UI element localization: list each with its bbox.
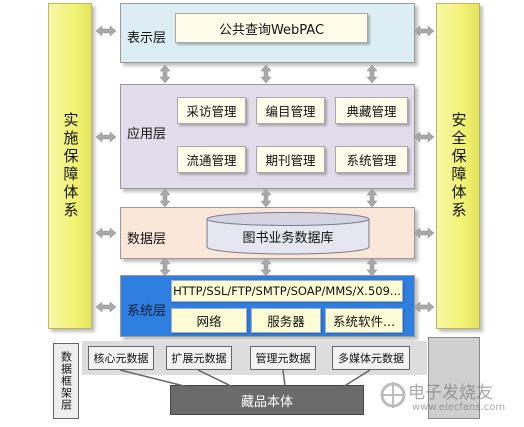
watermark-logo-icon (380, 382, 406, 408)
circulation-management-box: 流通管理 (177, 146, 246, 173)
watermark: 电子发烧友 www.elecfans.com (378, 378, 522, 424)
cataloging-management-box: 编目管理 (256, 97, 325, 124)
system-layer: 系统层 HTTP/SSL/FTP/SMTP/SOAP/MMS/X.509... … (120, 275, 415, 337)
arrow-app-data-1 (159, 188, 171, 208)
collection-base-box: 藏品本体 (170, 385, 364, 415)
arrow-left-presentation (95, 25, 117, 37)
acquisition-management-box: 采访管理 (177, 97, 246, 124)
presentation-layer: 表示层 公共查询WebPAC (120, 3, 415, 63)
business-database-label: 图书业务数据库 (242, 230, 334, 246)
watermark-brand: 电子发烧友 (408, 383, 493, 403)
system-software-box: 系统软件... (325, 308, 403, 333)
arrow-data-sys-2 (260, 257, 272, 277)
arrow-app-data-2 (260, 188, 272, 208)
data-framework-label: 数据框架层 (59, 351, 73, 411)
extended-metadata-box: 扩展元数据 (166, 346, 232, 370)
security-assurance-pillar: 安全保障体系 (436, 3, 480, 329)
multimedia-metadata-box: 多媒体元数据 (332, 346, 410, 370)
serials-management-box: 期刊管理 (256, 146, 325, 173)
watermark-url: www.elecfans.com (412, 402, 506, 413)
arrow-right-presentation (413, 25, 435, 37)
line-multimedia-to-base (337, 369, 371, 391)
business-database-cylinder (206, 212, 370, 255)
data-layer-label: 数据层 (127, 232, 167, 247)
system-management-box: 系统管理 (335, 146, 408, 173)
arrow-pres-app-3 (366, 64, 378, 84)
collection-management-box: 典藏管理 (335, 97, 408, 124)
line-core-to-base (119, 369, 201, 391)
system-layer-label: 系统层 (127, 304, 167, 319)
arrow-left-data (95, 227, 117, 239)
server-box: 服务器 (251, 308, 321, 333)
security-assurance-label: 安全保障体系 (449, 112, 468, 220)
arrow-pres-app-1 (159, 64, 171, 84)
protocols-box: HTTP/SSL/FTP/SMTP/SOAP/MMS/X.509... (171, 280, 403, 302)
arrow-right-application (413, 131, 435, 143)
framework-side-block (428, 337, 480, 419)
line-management-to-base (282, 369, 286, 387)
network-box: 网络 (171, 308, 247, 333)
implementation-assurance-label: 实施保障体系 (61, 112, 80, 220)
arrow-data-sys-1 (159, 257, 171, 277)
line-extended-to-base (197, 369, 236, 389)
arrow-left-application (95, 131, 117, 143)
arrow-right-system (413, 301, 435, 313)
arrow-left-system (95, 301, 117, 313)
presentation-layer-label: 表示层 (127, 31, 167, 46)
management-metadata-box: 管理元数据 (250, 346, 316, 370)
arrow-app-data-3 (366, 188, 378, 208)
data-layer: 数据层 图书业务数据库 (120, 207, 415, 259)
arrow-pres-app-2 (260, 64, 272, 84)
implementation-assurance-pillar: 实施保障体系 (48, 3, 92, 329)
application-layer: 应用层 采访管理 编目管理 典藏管理 流通管理 期刊管理 系统管理 (120, 84, 415, 189)
application-layer-label: 应用层 (127, 127, 167, 142)
public-query-webpac-box: 公共查询WebPAC (175, 13, 368, 43)
arrow-data-sys-3 (366, 257, 378, 277)
core-metadata-box: 核心元数据 (88, 346, 154, 370)
data-framework-layer: 数据框架层 (53, 343, 79, 419)
arrow-right-data (413, 227, 435, 239)
